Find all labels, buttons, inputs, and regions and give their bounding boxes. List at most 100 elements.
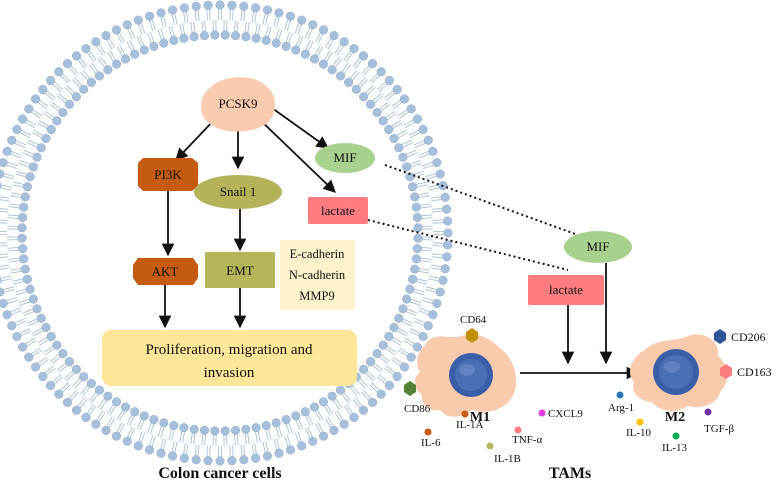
lipid-head [62,59,72,69]
lipid-head [300,407,310,417]
lipid-tail [0,253,9,256]
lipid-head [189,32,199,42]
lipid-head [405,284,415,294]
lipid-head [64,357,74,367]
lipid-head [349,44,359,54]
lipid-head [398,152,408,162]
lipid-head [38,85,48,95]
lipid-head [199,31,209,41]
lipid-head [54,389,64,399]
lipid-head [359,364,369,374]
lipid-head [339,419,349,429]
lipid-head [261,35,271,45]
lipid-head [392,85,402,95]
pi3k-label: PI3K [154,167,182,182]
lipid-head [251,3,261,13]
lipid-head [408,182,418,192]
lipid-head [329,31,339,41]
lipid-head [189,424,199,434]
lipid-head [17,233,27,243]
lipid-head [384,381,394,391]
lipid-head [285,11,295,21]
lactate-cell-label: lactate [321,203,355,218]
mif-secretion-link [384,164,579,236]
lipid-head [101,425,111,435]
lipid-head [220,30,230,40]
lipid-head [220,426,230,436]
lipid-head [372,107,382,117]
lipid-head [358,405,368,415]
lipid-head [0,277,2,284]
lipid-head [438,275,448,285]
m1-marker-cd86: CD86 [404,403,431,415]
lactate-tam-node: lactate [528,275,604,305]
lipid-head [38,371,48,381]
cd64-icon [466,328,478,343]
lipid-head [12,332,22,342]
lipid-head [19,202,29,212]
lipid-head [329,425,339,435]
lipid-head [281,415,291,425]
snail1-label: Snail 1 [220,184,256,199]
snail1-node: Snail 1 [194,175,282,209]
lipid-head [179,33,189,43]
lipid-head [349,412,359,422]
m1-label: M1 [470,410,490,425]
lipid-head [149,415,159,425]
lipid-head [319,431,329,441]
lipid-head [122,436,132,446]
lipid-head [309,402,319,412]
lipid-head [412,212,422,222]
lipid-head [428,310,438,320]
lipid-head [262,5,272,15]
lipid-head [25,172,35,182]
m1-markers: CD64 CD86 IL-1A CXCL9 IL-6 TNF-α IL-1B [404,314,583,465]
lipid-head [285,445,295,455]
lipid-head [274,448,284,458]
lipid-head [72,51,82,61]
lipid-head [18,244,28,254]
lipid-head [435,287,445,297]
lipid-head [7,135,17,145]
pcsk9-node: PCSK9 [201,77,275,132]
lipid-head [112,59,122,69]
lipid-head [156,448,166,458]
lipid-head [62,397,72,407]
lipid-head [46,381,56,391]
lipid-head [133,15,143,25]
lipid-head [366,99,376,109]
lipid-head [389,322,399,332]
lipid-head [54,67,64,77]
lipid-head [231,31,241,41]
lipid-head [31,362,41,372]
lipid-tail [0,222,8,224]
m2-marker-cd206: CD206 [731,330,766,344]
lipid-tail [0,256,9,258]
lipid-head [203,456,213,466]
lipid-head [210,426,220,436]
lactate-cell-node: lactate [308,197,368,224]
lipid-head [358,51,368,61]
il6-icon [424,428,432,436]
lipid-head [418,332,428,342]
lipid-head [36,313,46,323]
lipid-head [52,116,62,126]
lipid-head [394,143,404,153]
lipid-tail [0,278,13,282]
tnfa-icon [514,426,522,434]
lipid-head [101,31,111,41]
mif-cell-node: MIF [315,143,375,173]
lipid-head [203,0,213,10]
lipid-head [169,421,179,431]
m1-marker-il1b: IL-1B [494,453,521,465]
lipid-head [139,45,149,55]
m2-markers: CD206 CD163 Arg-1 IL-10 TGF-β IL-13 [608,329,772,454]
cd206-icon [714,329,726,344]
lipid-head [411,202,421,212]
lipid-head [72,405,82,415]
lipid-head [28,162,38,172]
lipid-head [384,125,394,135]
lipid-head [22,182,32,192]
lipid-head [442,204,452,214]
lipid-head [411,254,421,264]
